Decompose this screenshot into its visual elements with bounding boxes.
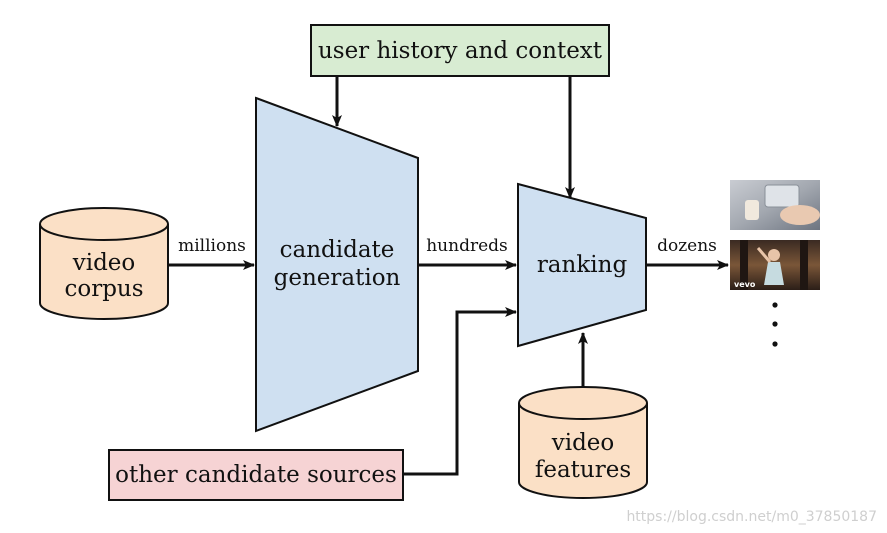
user-history-label: user history and context — [318, 38, 603, 64]
video-features-label-line1: video — [551, 430, 615, 456]
video-thumbnail-2: vevo — [730, 240, 820, 290]
arrow-other-sources-to-ranking — [403, 307, 517, 476]
candidate-generation-label-line2: generation — [274, 265, 401, 291]
edge-label-millions: millions — [178, 236, 246, 256]
video-corpus-node: video corpus — [39, 207, 169, 320]
more-results-ellipsis — [772, 302, 778, 347]
watermark: https://blog.csdn.net/m0_37850187 — [626, 509, 877, 525]
edge-label-dozens: dozens — [657, 236, 717, 256]
candidate-generation-label-line1: candidate — [280, 237, 395, 263]
user-history-node: user history and context — [310, 24, 610, 77]
video-features-label-line2: features — [535, 457, 631, 483]
edge-label-hundreds: hundreds — [426, 236, 508, 256]
candidate-generation-node: candidate generation — [255, 96, 419, 433]
video-thumbnail-1 — [730, 180, 820, 230]
ranking-node: ranking — [517, 182, 647, 348]
ranking-label: ranking — [537, 252, 628, 278]
arrows — [168, 76, 729, 476]
other-sources-node: other candidate sources — [108, 449, 404, 501]
video-features-node: video features — [518, 386, 648, 499]
other-sources-label: other candidate sources — [115, 462, 397, 488]
thumbnail-badge: vevo — [734, 280, 756, 289]
video-corpus-label-line1: video — [72, 250, 136, 276]
video-corpus-label-line2: corpus — [64, 276, 143, 302]
